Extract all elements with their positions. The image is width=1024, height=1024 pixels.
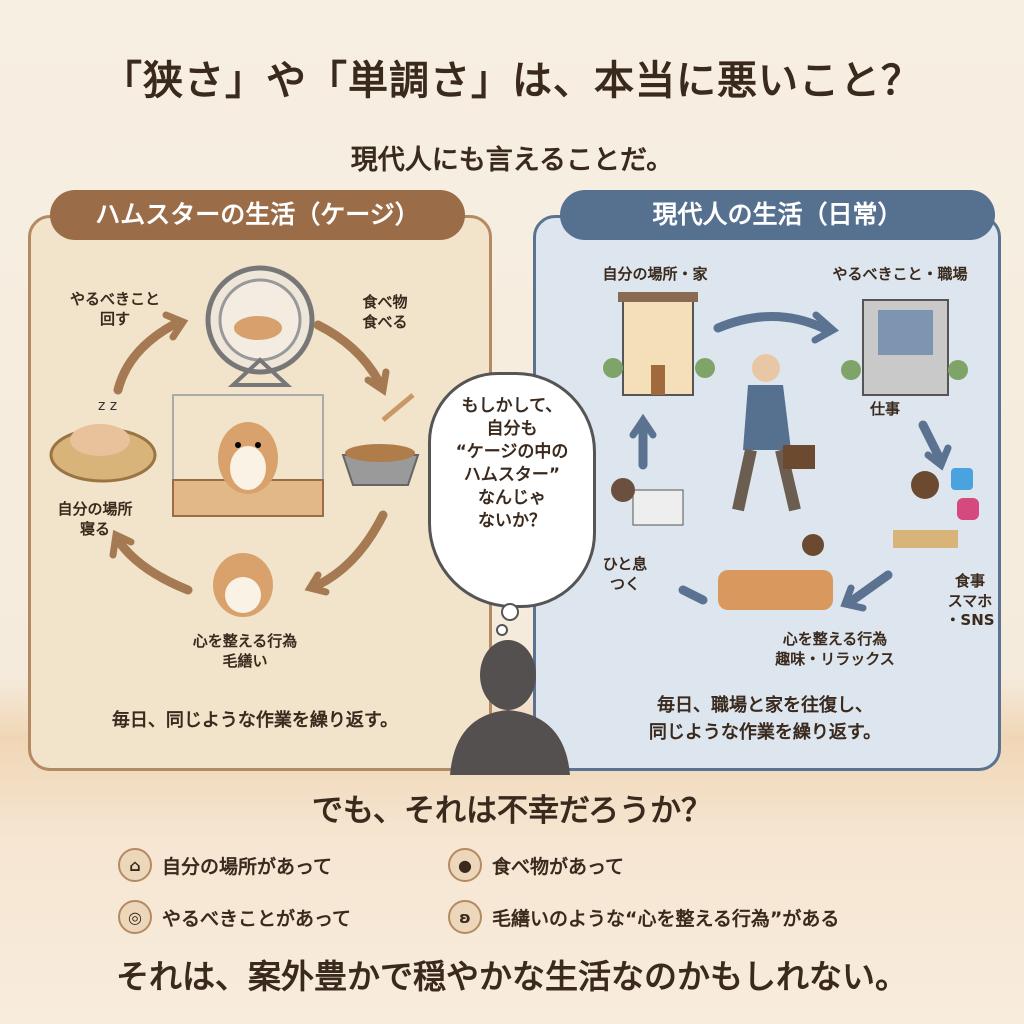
- label-rest: ひと息 つく: [602, 555, 648, 593]
- modern-cycle-illustration: [603, 292, 979, 612]
- grooming-hamster-icon: [213, 553, 273, 617]
- nest-icon: z z: [49, 398, 157, 483]
- bubble-line: もしかして、: [461, 396, 563, 416]
- hamster-panel-header: ハムスターの生活（ケージ）: [50, 190, 465, 240]
- sofa-relax-icon: [718, 534, 833, 610]
- thought-bubble: もしかして、 自分も “ケージの中の ハムスター” なんじゃ ないか？: [428, 372, 596, 608]
- benefit-text: 自分の場所があって: [162, 855, 333, 878]
- cycle-arrows: [109, 311, 390, 596]
- label-home: 自分の場所・家: [602, 265, 708, 283]
- modern-panel-header: 現代人の生活（日常）: [560, 190, 995, 240]
- wheel-icon: ◎: [118, 900, 152, 934]
- hamster-icon: ʚ: [448, 900, 482, 934]
- benefit-item: ◎ やるべきことがあって: [118, 900, 351, 934]
- instagram-icon: [957, 498, 979, 520]
- hamster-caption: 毎日、同じような作業を繰り返す。: [111, 710, 399, 731]
- bubble-line: 自分も: [486, 418, 538, 439]
- bubble-line: ないか？: [478, 510, 546, 531]
- bubble-line: ハムスター”: [463, 464, 561, 485]
- label-relax: 心を整える行為 趣味・リラックス: [775, 630, 895, 668]
- label-office: やるべきこと・職場: [832, 265, 968, 283]
- page-title: 「狭さ」や「単調さ」は、本当に悪いこと？: [102, 58, 922, 104]
- svg-text:z z: z z: [98, 398, 117, 414]
- food-icon: ●: [448, 848, 482, 882]
- bubble-line: “ケージの中の: [455, 441, 569, 462]
- benefit-text: やるべきことがあって: [162, 907, 352, 930]
- label-nest: 自分の場所 寝る: [57, 500, 133, 538]
- benefit-item: ● 食べ物があって: [448, 848, 624, 882]
- label-meal-sns: 食事 スマホ ・SNS: [945, 572, 995, 629]
- food-bowl-icon: [341, 393, 420, 486]
- conclusion: それは、案外豊かで穏やかな生活なのかもしれない。: [116, 957, 908, 996]
- hamster-cycle-illustration: z z: [49, 265, 420, 617]
- benefit-item: ⌂ 自分の場所があって: [118, 848, 332, 882]
- eating-phone-icon: [893, 468, 979, 548]
- benefit-text: 毛繕いのような“心を整える行為”がある: [492, 907, 840, 930]
- label-wheel: やるべきこと 回す: [69, 290, 160, 328]
- modern-caption: 毎日、職場と家を往復し、 同じような作業を繰り返す。: [648, 695, 882, 743]
- label-work: 仕事: [869, 400, 900, 418]
- office-building-icon: [841, 299, 968, 396]
- label-grooming: 心を整える行為 毛繕い: [192, 632, 298, 670]
- benefit-text: 食べ物があって: [492, 855, 625, 878]
- hamster-wheel-icon: [205, 265, 315, 387]
- house-icon: ⌂: [118, 848, 152, 882]
- question-heading: でも、それは不幸だろうか？: [311, 793, 713, 829]
- bubble-line: なんじゃ: [478, 487, 546, 508]
- thinking-person-silhouette: [450, 603, 570, 775]
- twitter-icon: [951, 468, 973, 490]
- benefit-item: ʚ 毛繕いのような“心を整える行為”がある: [448, 900, 839, 934]
- home-building-icon: [603, 292, 715, 396]
- cage-icon: [172, 394, 324, 517]
- desk-worker-icon: [611, 478, 684, 526]
- walking-businessman-icon: [732, 354, 815, 512]
- label-food: 食べ物 食べる: [362, 293, 408, 331]
- page-subtitle: 現代人にも言えることだ。: [350, 145, 674, 176]
- cycle-arrows: [629, 311, 952, 612]
